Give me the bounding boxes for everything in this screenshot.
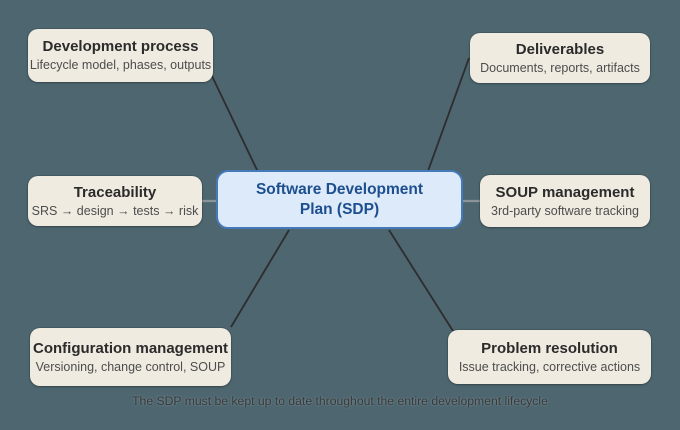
node-title: SOUP management: [495, 183, 635, 201]
footer-caption: The SDP must be kept up to date througho…: [132, 394, 548, 408]
node-subtitle: Documents, reports, artifacts: [480, 60, 640, 75]
connector-configuration-management-center: [230, 229, 290, 328]
node-title: Traceability: [73, 183, 157, 201]
node-subtitle: Versioning, change control, SOUP: [35, 359, 226, 374]
center-title-line-1: Software Development: [255, 180, 424, 198]
connector-problem-resolution-center: [388, 229, 454, 332]
node-deliverables: Deliverables Documents, reports, artifac…: [470, 33, 650, 83]
node-sdp-center: Software Development Plan (SDP): [216, 170, 463, 229]
node-title: Deliverables: [515, 40, 605, 58]
node-subtitle: SRS → design → tests → risk: [31, 203, 199, 218]
connector-development-process-center: [210, 73, 259, 173]
connector-deliverables-center: [427, 57, 470, 172]
node-title: Configuration management: [33, 339, 229, 357]
node-title: Development process: [42, 38, 199, 55]
node-traceability: Traceability SRS → design → tests → risk: [28, 176, 202, 226]
node-subtitle: 3rd-party software tracking: [491, 203, 639, 218]
node-subtitle: Lifecycle model, phases, outputs: [29, 58, 212, 72]
center-title-line-2: Plan (SDP): [299, 200, 380, 218]
node-subtitle: Issue tracking, corrective actions: [458, 359, 641, 374]
node-development-process: Development process Lifecycle model, pha…: [28, 29, 213, 82]
node-title: Problem resolution: [481, 339, 618, 357]
node-problem-resolution: Problem resolution Issue tracking, corre…: [448, 330, 651, 384]
node-soup-management: SOUP management 3rd-party software track…: [480, 175, 650, 227]
node-configuration-management: Configuration management Versioning, cha…: [30, 328, 231, 386]
